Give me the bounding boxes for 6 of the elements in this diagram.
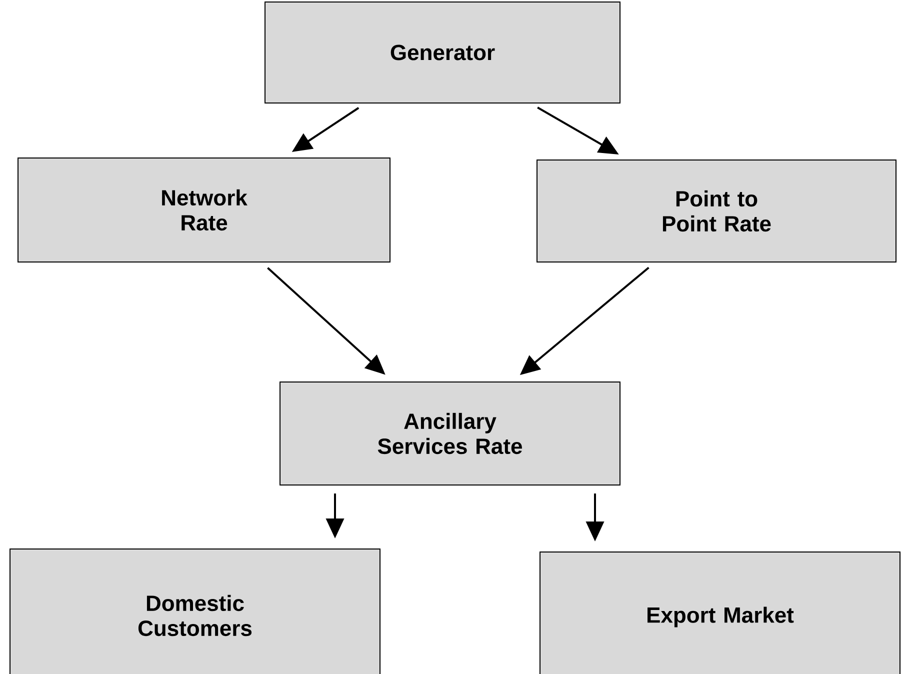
rate-box: Point to Point Rate [536, 160, 896, 262]
rate-box: Export Market [540, 551, 900, 674]
rate-box: Network Rate [18, 158, 390, 262]
rate-box: Generator [264, 2, 620, 104]
rate-box: Domestic Customers [10, 548, 380, 674]
rate-box: Ancillary Services Rate [280, 381, 620, 486]
